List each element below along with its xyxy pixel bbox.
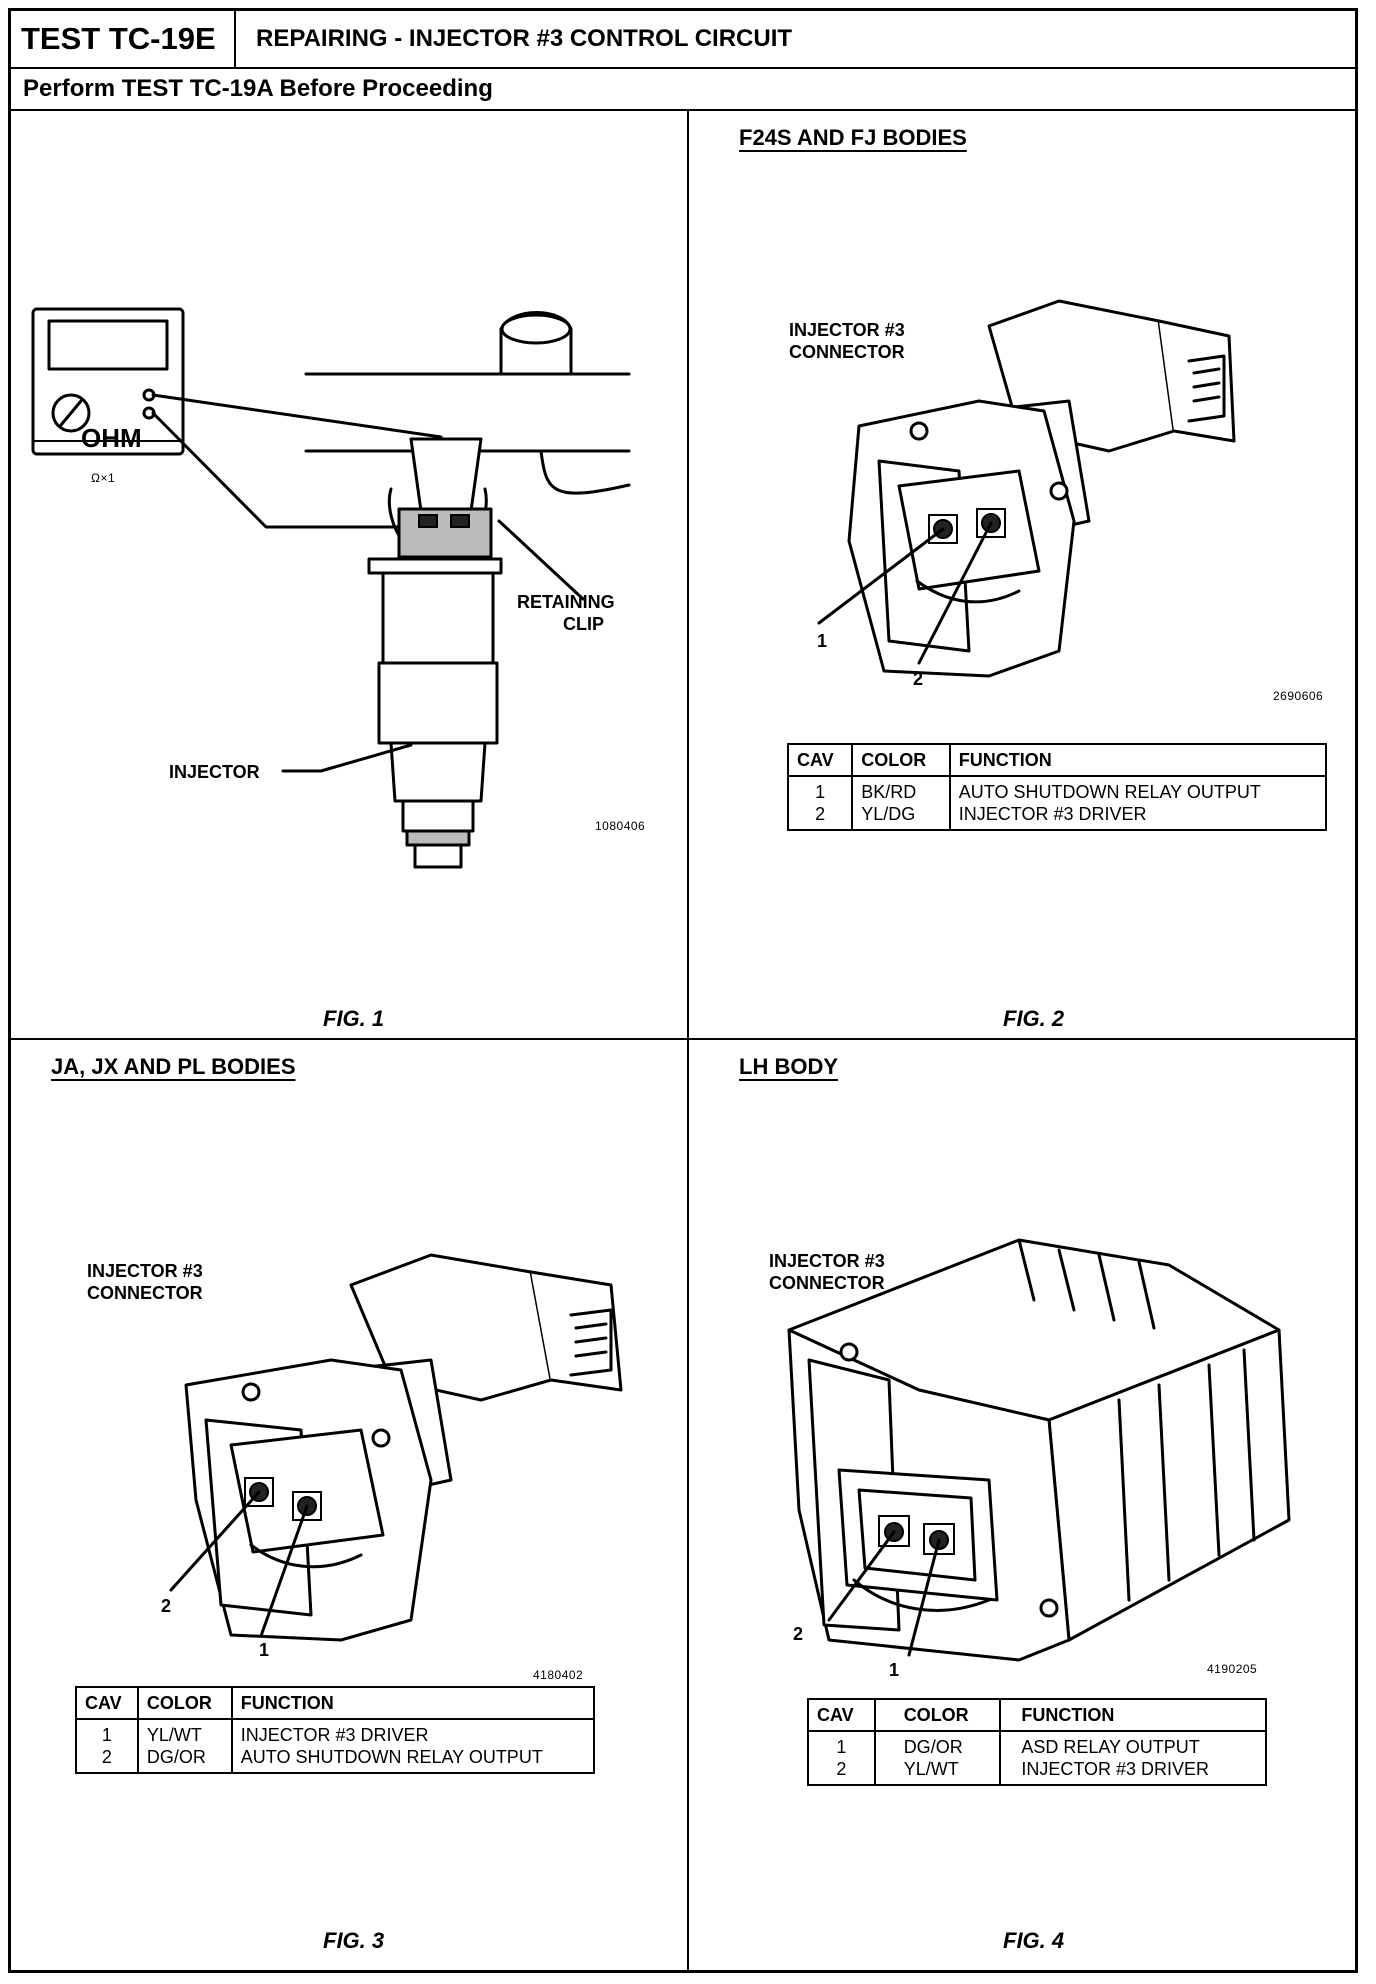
table-cell-cav: 2 xyxy=(815,804,826,824)
fig1-panel: OHM Ω×1 RETAINING CLIP INJECTOR 1080406 … xyxy=(11,111,687,1038)
retaining-clip-leader xyxy=(497,519,585,601)
meter-scale-text: Ω×1 xyxy=(91,471,116,485)
table-header-cav: CAV xyxy=(76,1687,138,1720)
injector-connector xyxy=(397,507,493,559)
table-header-color: COLOR xyxy=(136,1687,232,1720)
fig1-caption: FIG. 1 xyxy=(323,1006,385,1031)
table-cell-function: AUTO SHUTDOWN RELAY OUTPUT xyxy=(948,776,1326,803)
test-id: TEST TC-19E xyxy=(11,11,236,67)
table-cell-color: YL/WT xyxy=(873,1758,1001,1785)
fig2-pin-label-b: 2 xyxy=(913,669,924,689)
fig3-pin-label-b: 1 xyxy=(259,1640,270,1660)
table-header-cav: CAV xyxy=(788,744,853,777)
fig2-caption: FIG. 2 xyxy=(1003,1006,1065,1031)
retaining-clip-label-line2: CLIP xyxy=(563,614,605,634)
table-header-color: COLOR xyxy=(873,1699,1001,1732)
injector-label: INJECTOR xyxy=(169,762,260,782)
fuel-injector xyxy=(367,557,503,869)
table-cell-function: AUTO SHUTDOWN RELAY OUTPUT xyxy=(230,1746,594,1773)
fig3-connector-illustration xyxy=(169,1253,623,1642)
fig4-connector-label-line2: CONNECTOR xyxy=(769,1273,885,1293)
fig3-drawing-number: 4180402 xyxy=(533,1668,584,1682)
table-cell-function: INJECTOR #3 DRIVER xyxy=(999,1758,1266,1785)
table-header-row: CAV COLOR FUNCTION xyxy=(788,744,1326,777)
fig4-pin-label-a: 2 xyxy=(793,1624,804,1644)
table-cell-cav: 2 xyxy=(101,1747,112,1767)
table-header-row: CAV COLOR FUNCTION xyxy=(808,1699,1266,1732)
fig2-cavity-table: CAV COLOR FUNCTION 1 BK/RD AUTO SHUTDOWN… xyxy=(787,743,1327,831)
table-cell-cav: 1 xyxy=(815,782,826,802)
fig3-connector-label-line1: INJECTOR #3 xyxy=(87,1261,203,1281)
fig3-caption: FIG. 3 xyxy=(323,1928,385,1953)
table-cell-cav: 2 xyxy=(836,1759,847,1779)
table-cell-function: ASD RELAY OUTPUT xyxy=(999,1731,1266,1758)
table-cell-color: YL/DG xyxy=(851,803,950,830)
fig2-panel: F24S AND FJ BODIES INJECTOR #3 CONNECTOR xyxy=(689,111,1361,1038)
table-cell-cav: 1 xyxy=(836,1737,847,1757)
fig2-pin-label-a: 1 xyxy=(817,631,828,651)
fig4-connector-illustration xyxy=(787,1238,1291,1662)
table-cell-cav: 1 xyxy=(101,1725,112,1745)
table-cell-color: BK/RD xyxy=(851,776,950,803)
fig2-heading: F24S AND FJ BODIES xyxy=(739,125,967,150)
table-row: 2 YL/WT INJECTOR #3 DRIVER xyxy=(808,1758,1266,1785)
table-header-row: CAV COLOR FUNCTION xyxy=(76,1687,594,1720)
table-header-function: FUNCTION xyxy=(948,744,1326,777)
table-cell-function: INJECTOR #3 DRIVER xyxy=(230,1719,594,1746)
table-row: 1 DG/OR ASD RELAY OUTPUT xyxy=(808,1731,1266,1758)
fig4-cavity-table: CAV COLOR FUNCTION 1 DG/OR ASD RELAY OUT… xyxy=(807,1698,1267,1786)
fig2-connector-illustration xyxy=(817,299,1236,678)
injector-leader xyxy=(281,743,413,773)
fig4-heading: LH BODY xyxy=(739,1054,838,1079)
table-header-function: FUNCTION xyxy=(230,1687,594,1720)
table-cell-color: DG/OR xyxy=(136,1746,232,1773)
page-subtitle: Perform TEST TC-19A Before Proceeding xyxy=(11,69,1355,111)
table-row: 2 YL/DG INJECTOR #3 DRIVER xyxy=(788,803,1326,830)
table-header-cav: CAV xyxy=(808,1699,875,1732)
page-title: REPAIRING - INJECTOR #3 CONTROL CIRCUIT xyxy=(256,25,793,52)
test-lead-2 xyxy=(151,411,408,529)
table-row: 1 BK/RD AUTO SHUTDOWN RELAY OUTPUT xyxy=(788,776,1326,803)
horizontal-divider xyxy=(11,1038,1355,1040)
table-header-function: FUNCTION xyxy=(999,1699,1266,1732)
fig1-drawing-number: 1080406 xyxy=(595,819,646,833)
table-row: 1 YL/WT INJECTOR #3 DRIVER xyxy=(76,1719,594,1746)
fig3-cavity-table: CAV COLOR FUNCTION 1 YL/WT INJECTOR #3 D… xyxy=(75,1686,595,1774)
meter-display-text: OHM xyxy=(81,423,142,453)
table-header-color: COLOR xyxy=(851,744,950,777)
table-row: 2 DG/OR AUTO SHUTDOWN RELAY OUTPUT xyxy=(76,1746,594,1773)
fig3-panel: JA, JX AND PL BODIES INJECTOR #3 CONNECT… xyxy=(11,1040,687,1973)
ohmmeter-injector-illustration xyxy=(31,307,631,869)
fig4-pin-label-b: 1 xyxy=(889,1660,900,1680)
retaining-clip-label-line1: RETAINING xyxy=(517,592,615,612)
fig4-connector-label-line1: INJECTOR #3 xyxy=(769,1251,885,1271)
fig3-heading: JA, JX AND PL BODIES xyxy=(51,1054,296,1079)
fig4-panel: LH BODY INJECTOR #3 CONNECTOR 2 xyxy=(689,1040,1361,1973)
fig4-drawing-number: 4190205 xyxy=(1207,1662,1258,1676)
fig2-connector-label-line1: INJECTOR #3 xyxy=(789,320,905,340)
table-cell-color: YL/WT xyxy=(136,1719,232,1746)
fig3-connector-label-line2: CONNECTOR xyxy=(87,1283,203,1303)
table-cell-color: DG/OR xyxy=(873,1731,1001,1758)
fig2-connector-label-line2: CONNECTOR xyxy=(789,342,905,362)
service-manual-page: TEST TC-19E REPAIRING - INJECTOR #3 CONT… xyxy=(8,8,1358,1973)
ohmmeter xyxy=(31,307,185,456)
fig4-caption: FIG. 4 xyxy=(1003,1928,1065,1953)
fig2-drawing-number: 2690606 xyxy=(1273,689,1324,703)
vertical-divider xyxy=(687,111,689,1973)
header-row: TEST TC-19E REPAIRING - INJECTOR #3 CONT… xyxy=(11,11,1355,69)
fuel-rail-fitting xyxy=(499,311,573,376)
table-cell-function: INJECTOR #3 DRIVER xyxy=(948,803,1326,830)
fig3-pin-label-a: 2 xyxy=(161,1596,172,1616)
